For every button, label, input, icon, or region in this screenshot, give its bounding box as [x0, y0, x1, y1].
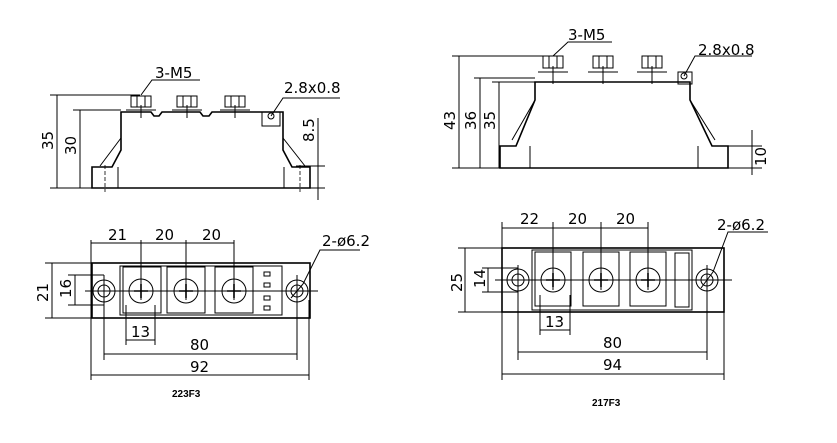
height-body-dim: 35 [481, 111, 499, 130]
right-top-view: 22 20 20 2-ø6.2 25 14 13 80 94 217F3 [448, 210, 768, 409]
left-top-view: 21 20 20 2-ø6.2 21 16 13 80 92 223F3 [34, 226, 370, 400]
width-inner-dim: 14 [471, 269, 489, 288]
height-tab-dim: 8.5 [300, 118, 318, 142]
height-total-dim: 43 [441, 111, 459, 130]
model-caption: 223F3 [172, 389, 201, 400]
height-mid-dim: 36 [462, 111, 480, 130]
hole-label: 2-ø6.2 [717, 216, 765, 234]
hole-spacing-dim: 80 [190, 336, 209, 354]
width-total-dim: 25 [448, 273, 466, 292]
nut-icon [220, 95, 250, 118]
width-total-dim: 21 [34, 283, 52, 302]
tab-label: 2.8x0.8 [284, 79, 341, 97]
pitch-1-dim: 22 [520, 210, 539, 228]
length-total-dim: 94 [603, 356, 622, 374]
terminal-width-dim: 13 [545, 313, 564, 331]
thread-label: 3-M5 [568, 26, 605, 44]
nut-icon [172, 95, 202, 118]
tab-label: 2.8x0.8 [698, 41, 755, 59]
nut-icon [126, 95, 156, 118]
pitch-3-dim: 20 [616, 210, 635, 228]
pitch-2-dim: 20 [568, 210, 587, 228]
nut-icon [588, 55, 618, 84]
nut-icon [538, 55, 568, 84]
terminal-width-dim: 13 [131, 323, 150, 341]
hole-label: 2-ø6.2 [322, 232, 370, 250]
height-body-dim: 30 [62, 136, 80, 155]
pitch-3-dim: 20 [202, 226, 221, 244]
hole-spacing-dim: 80 [603, 334, 622, 352]
right-side-view: 3-M5 2.8x0.8 43 36 35 10 [441, 26, 770, 175]
pitch-2-dim: 20 [155, 226, 174, 244]
height-total-dim: 35 [39, 131, 57, 150]
pitch-1-dim: 21 [108, 226, 127, 244]
width-inner-dim: 16 [57, 279, 75, 298]
nut-icon [637, 55, 667, 84]
left-side-view: 3-M5 2.8x0.8 35 30 8.5 [39, 64, 341, 200]
model-caption: 217F3 [592, 398, 621, 409]
length-total-dim: 92 [190, 358, 209, 376]
height-base-dim: 10 [752, 147, 770, 166]
thread-label: 3-M5 [155, 64, 192, 82]
